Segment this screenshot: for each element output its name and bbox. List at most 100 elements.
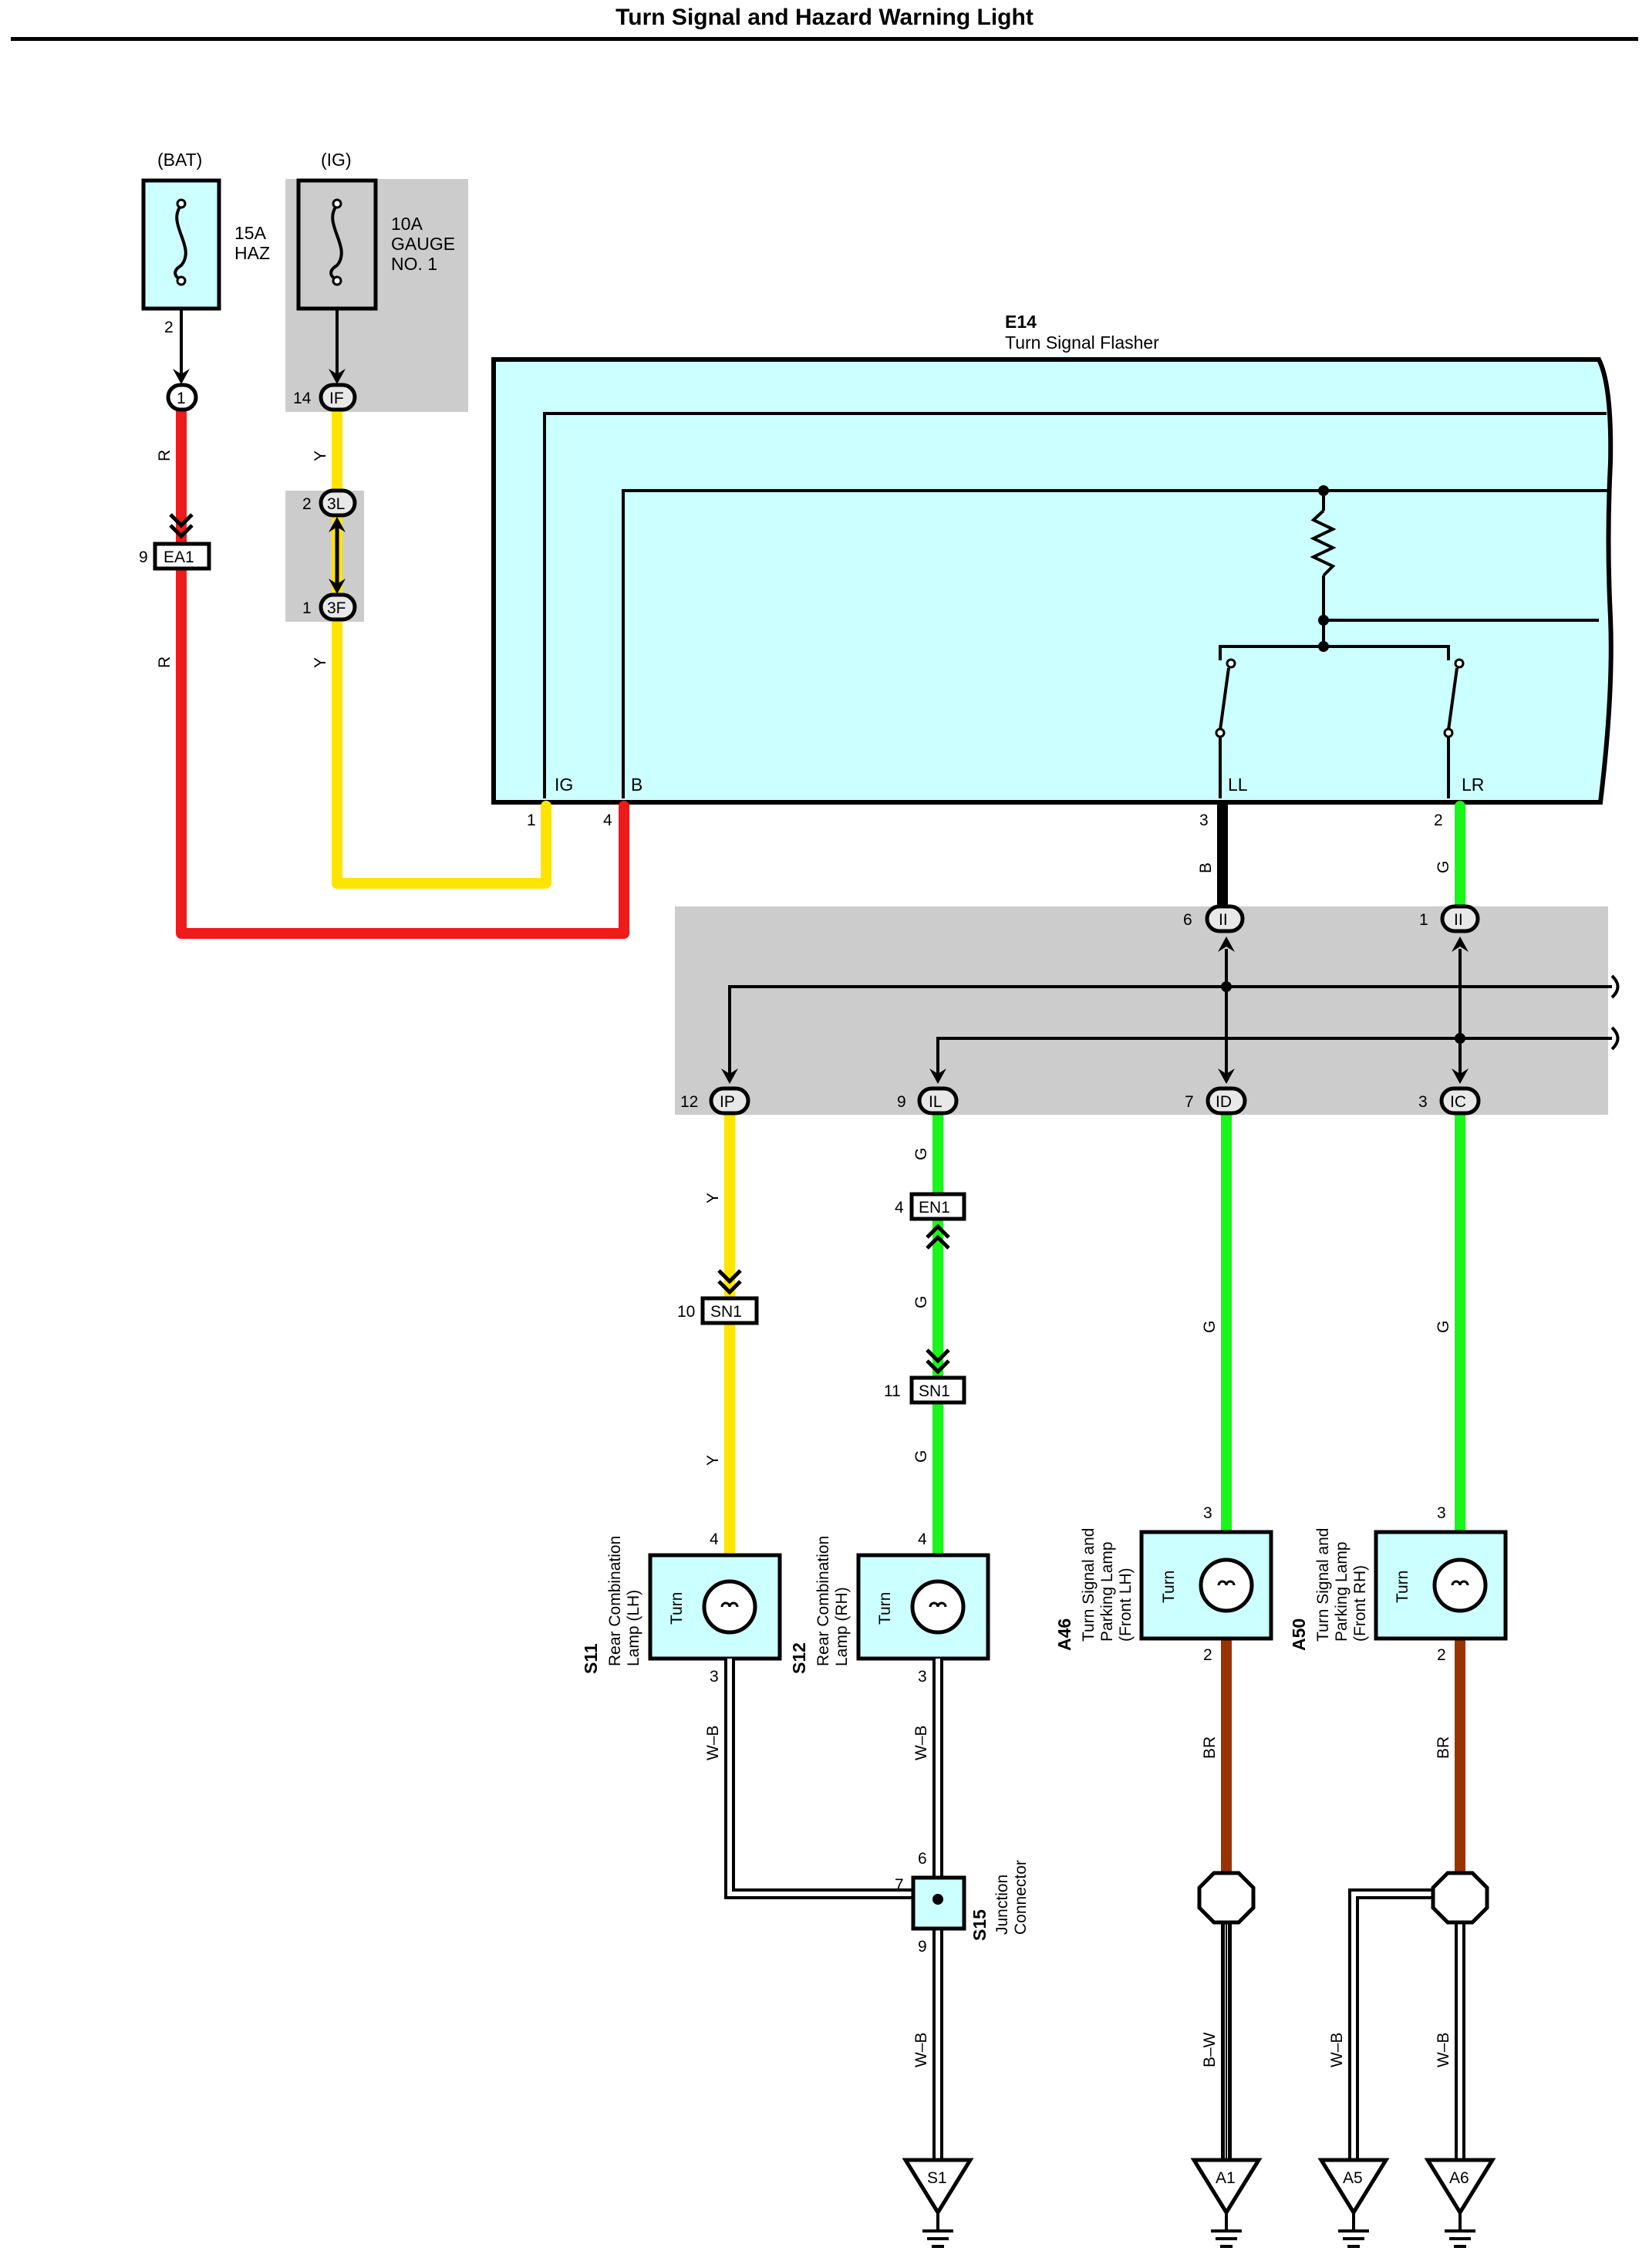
haz-fuse-name: HAZ xyxy=(234,243,270,263)
bat-label: (BAT) xyxy=(157,150,202,170)
bulb-filament xyxy=(929,1601,947,1608)
lamp-a50-code: A50 xyxy=(1289,1618,1309,1651)
ground-a1-marker xyxy=(1190,2158,1263,2216)
wire-label-g: G xyxy=(1435,1321,1452,1333)
gauge-fuse-name: GAUGE xyxy=(391,234,455,254)
fuse-terminal xyxy=(176,275,187,286)
wire-label-wb: W–B xyxy=(1328,2032,1346,2067)
connector-sn1-green xyxy=(909,1375,966,1405)
wire-label-g: G xyxy=(912,1450,930,1463)
switch-contact xyxy=(1215,727,1226,738)
connector-if xyxy=(319,383,357,412)
flasher-node xyxy=(1318,615,1329,626)
arrow-down xyxy=(1218,1068,1235,1084)
wire-wb-a5 xyxy=(1348,1888,1444,2160)
arrow-up xyxy=(1452,937,1469,952)
ground-a6-marker xyxy=(1424,2158,1496,2216)
ground-s1-label: S1 xyxy=(927,2169,947,2187)
flasher-pin-ll: LL xyxy=(1228,775,1248,795)
lamp-s11-pin-bot: 3 xyxy=(710,1668,719,1686)
lamp-a50-name-line1: Turn Signal and xyxy=(1314,1528,1332,1642)
connector-ic-pin: 3 xyxy=(1418,1093,1428,1111)
s15-code: S15 xyxy=(970,1909,990,1941)
connector-il-label: IL xyxy=(929,1093,943,1111)
connector-sn1-yellow xyxy=(700,1296,759,1325)
wire-label-g: G xyxy=(912,1148,930,1160)
flasher-pin-ig: IG xyxy=(555,775,573,795)
wire-label-b: B xyxy=(1197,862,1215,873)
connector-ic xyxy=(1439,1086,1481,1115)
lamp-s12-name-line1: Rear Combination xyxy=(814,1536,832,1666)
connector-ii-left xyxy=(1205,904,1245,933)
lamp-s12-name-line2: Lamp (RH) xyxy=(833,1587,851,1666)
connector-ii-left-label: II xyxy=(1219,911,1228,929)
haz-fuse-rating: 15A xyxy=(234,223,267,243)
connector-ip-pin: 12 xyxy=(680,1093,698,1111)
lamp-s12-code: S12 xyxy=(789,1642,809,1674)
junction-block-internal xyxy=(728,949,1620,1082)
arrow-up xyxy=(1218,937,1235,952)
junction-connector-node xyxy=(932,1894,943,1905)
gauge-fuse-number: NO. 1 xyxy=(391,254,437,274)
switch-contact xyxy=(1443,727,1454,738)
wire-label-g: G xyxy=(912,1296,930,1308)
turn-signal-flasher-box xyxy=(491,357,1614,805)
connector-ea1-label: EA1 xyxy=(164,548,194,566)
wire-label-y: Y xyxy=(312,657,329,668)
bulb-filament xyxy=(720,1601,739,1608)
s15-pin-left: 7 xyxy=(895,1876,904,1894)
switch-contact xyxy=(1226,658,1236,669)
flasher-node xyxy=(1318,485,1329,496)
connector-if-label: IF xyxy=(329,390,344,407)
wire-label-r: R xyxy=(156,450,174,461)
connector-ea1-pin: 9 xyxy=(139,548,148,566)
connector-ii-right-pin: 1 xyxy=(1419,911,1428,929)
connector-sn1-yellow-label: SN1 xyxy=(710,1303,742,1321)
wire-label-br: BR xyxy=(1201,1736,1219,1759)
lamp-s11-name-line2: Lamp (LH) xyxy=(625,1590,642,1666)
junction-node xyxy=(1455,1033,1465,1044)
s15-pin-bottom: 9 xyxy=(918,1938,927,1956)
connector-sn1-green-label: SN1 xyxy=(919,1382,950,1400)
connector-en1-label: EN1 xyxy=(919,1199,950,1217)
flasher-node xyxy=(1318,641,1329,652)
connector-ii-right-label: II xyxy=(1454,911,1463,929)
wire-wb-s11-core xyxy=(727,1659,922,1896)
flasher-pin-num-b: 4 xyxy=(603,812,612,829)
wire-label-bw: B–W xyxy=(1201,2032,1219,2067)
s15-pin-top: 6 xyxy=(918,1850,927,1868)
connector-ip-label: IP xyxy=(720,1093,735,1111)
lamp-a50-pin-top: 3 xyxy=(1437,1504,1446,1522)
splice-point-a46 xyxy=(1197,1871,1256,1925)
connector-en1 xyxy=(909,1192,966,1221)
lamp-a50-name-line3: (Front RH) xyxy=(1351,1565,1369,1642)
ground-a5-label: A5 xyxy=(1343,2169,1363,2187)
wire-label-wb: W–B xyxy=(912,1725,930,1760)
lamp-a50-name-line2: Parking Lamp xyxy=(1333,1541,1351,1642)
connector-3l-pin: 2 xyxy=(302,495,312,513)
lamp-s12-inner-label: Turn xyxy=(876,1592,894,1625)
gauge-fuse-rating: 10A xyxy=(391,214,423,234)
wire-label-wb: W–B xyxy=(912,2032,930,2067)
connector-sn1-yellow-pin: 10 xyxy=(677,1303,695,1321)
arrow-down xyxy=(329,579,346,594)
chevron-down-icon xyxy=(717,1269,742,1284)
wire-label-g: G xyxy=(1435,861,1452,873)
flasher-code: E14 xyxy=(1005,312,1037,332)
bulb-filament xyxy=(1451,1580,1469,1586)
wire-label-y: Y xyxy=(312,451,329,461)
connector-1-label: 1 xyxy=(177,390,186,407)
connector-3f-label: 3F xyxy=(327,599,346,617)
wire-label-wb: W–B xyxy=(1435,2032,1452,2067)
instrument-panel-junction-block xyxy=(675,906,1608,1115)
chevron-down-icon xyxy=(717,1280,742,1295)
lamp-s11-code: S11 xyxy=(581,1643,601,1674)
ground-a5-symbol xyxy=(1338,2212,1369,2248)
connector-3f xyxy=(319,592,357,622)
ground-a1-symbol xyxy=(1211,2212,1242,2248)
connector-if-pin: 14 xyxy=(293,390,312,407)
arrow-down xyxy=(1452,1068,1469,1084)
connector-il xyxy=(917,1086,959,1115)
chevron-down-icon xyxy=(169,524,194,539)
flasher-name: Turn Signal Flasher xyxy=(1005,332,1159,353)
